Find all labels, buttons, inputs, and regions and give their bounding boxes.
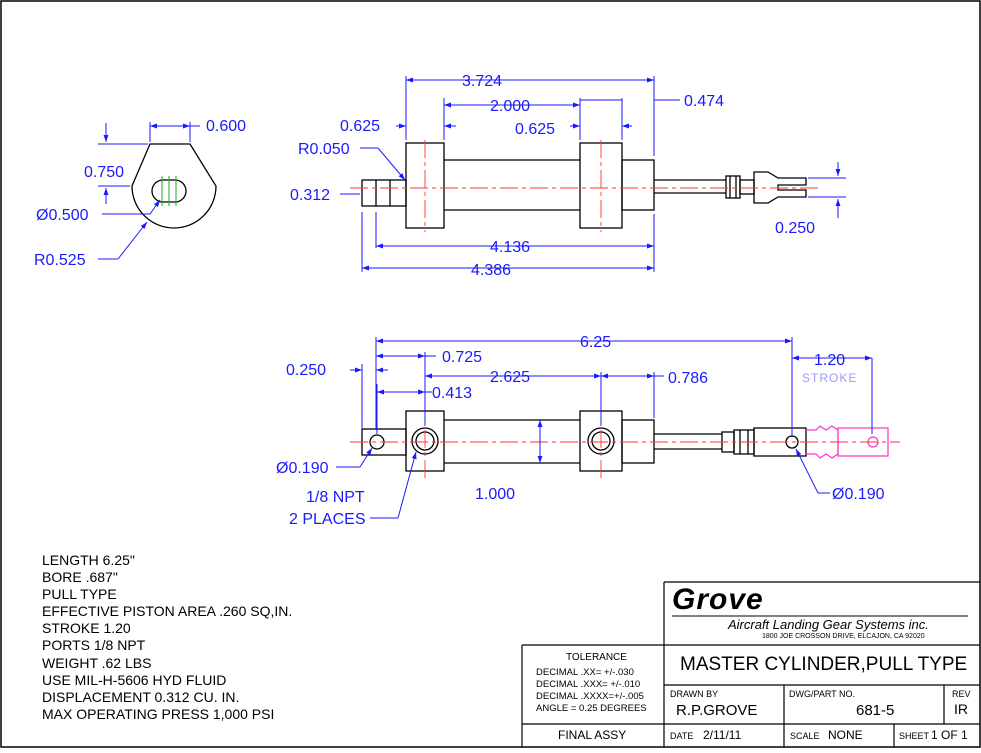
dim-dia-0190-left: Ø0.190 [276,460,329,477]
dim-0413: 0.413 [432,385,472,402]
assembly-status: FINAL ASSY [558,728,627,742]
dim-0725: 0.725 [442,349,482,366]
date-label: DATE [670,731,694,741]
dim-4386: 4.386 [471,262,511,279]
note-max-pressure: MAX OPERATING PRESS 1,000 PSI [42,706,275,722]
dim-dia-0190-right: Ø0.190 [832,486,885,503]
dim-1000: 1.000 [475,486,515,503]
dim-0250-side: 0.250 [286,362,326,379]
dim-0625-left: 0.625 [340,118,380,135]
sheet-label: SHEET [899,731,930,741]
date-value: 2/11/11 [703,728,742,742]
note-ports: PORTS 1/8 NPT [42,637,146,653]
port-label: 1/8 NPT [306,489,365,506]
dim-0600: 0.600 [206,118,246,135]
tolerance-xxx: DECIMAL .XXX= +/-.010 [536,679,641,690]
port-count-label: 2 PLACES [289,511,365,528]
dim-0786: 0.786 [668,370,708,387]
dim-2000: 2.000 [490,98,530,115]
dim-0250-top: 0.250 [775,220,815,237]
tolerance-angle: ANGLE = 0.25 DEGREES [536,703,647,714]
sheet-value: 1 OF 1 [931,728,968,742]
top-view: 3.724 2.000 0.474 0.625 0.625 R0.050 0.3… [290,73,846,279]
drawing-title: MASTER CYLINDER,PULL TYPE [680,654,968,675]
dim-0750: 0.750 [84,164,124,181]
scale-label: SCALE [790,731,820,741]
dim-0474: 0.474 [684,93,724,110]
dim-625: 6.25 [580,334,611,351]
drawn-by-value: R.P.GROVE [676,702,758,719]
dim-dia-0500: Ø0.500 [36,207,89,224]
note-length: LENGTH 6.25" [42,552,135,568]
dim-0625-right: 0.625 [515,121,555,138]
part-no-label: DWG/PART NO. [789,689,856,699]
dim-120: 1.20 [814,352,845,369]
dim-r0525: R0.525 [34,252,86,269]
note-stroke: STROKE 1.20 [42,620,131,636]
dim-0312: 0.312 [290,187,330,204]
company-logo: Grove [672,583,764,616]
rev-label: REV [952,689,971,699]
company-name: Aircraft Landing Gear Systems inc. [728,617,929,632]
note-piston-area: EFFECTIVE PISTON AREA .260 SQ,IN. [42,603,293,619]
title-block-frame [521,581,980,747]
part-no-value: 681-5 [856,702,895,719]
dim-4136: 4.136 [490,239,530,256]
scale-value: NONE [828,728,863,742]
tolerance-title: TOLERANCE [566,652,627,663]
note-fluid: USE MIL-H-5606 HYD FLUID [42,672,227,688]
note-weight: WEIGHT .62 LBS [42,655,152,671]
stroke-label: STROKE [802,371,857,385]
note-type: PULL TYPE [42,586,117,602]
tolerance-xxxx: DECIMAL .XXXX=+/-.005 [536,691,644,702]
company-address: 1800 JOE CROSSON DRIVE, ELCAJON, CA 9202… [762,633,925,640]
dim-3724: 3.724 [462,73,502,90]
eye-end-view: 0.600 0.750 Ø0.500 R0.525 [34,118,246,269]
dim-r0050: R0.050 [298,141,350,158]
side-view: 6.25 1.20 STROKE 0.250 0.725 2.625 0.786… [276,334,900,528]
tolerance-xx: DECIMAL .XX= +/-.030 [536,667,634,678]
dim-2625: 2.625 [490,369,530,386]
note-displacement: DISPLACEMENT 0.312 CU. IN. [42,689,240,705]
rev-value: IR [954,701,968,717]
note-bore: BORE .687" [42,569,118,585]
drawn-by-label: DRAWN BY [670,689,719,699]
